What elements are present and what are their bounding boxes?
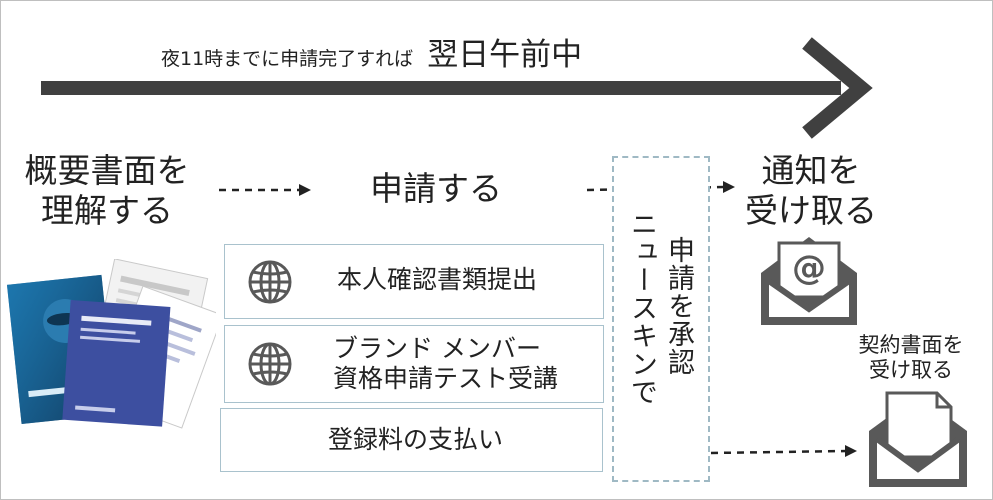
- arrowhead-2: [723, 181, 735, 193]
- arrowhead-3: [845, 445, 857, 457]
- action-id-documents: 本人確認書類提出: [224, 244, 604, 319]
- step-contract-title: 契約書面を 受け取る: [858, 333, 964, 382]
- review-box: 申請を承認 ニュースキンで: [612, 156, 710, 482]
- svg-text:@: @: [792, 248, 826, 288]
- review-text-approve: 申請を承認: [663, 236, 694, 376]
- action-brand-member-test-label: ブランド メンバー 資格申請テスト受講: [333, 334, 559, 393]
- step-understand-title: 概要書面を 理解する: [24, 151, 190, 230]
- envelope-document-icon: [869, 391, 967, 487]
- action-registration-fee-label: 登録料の支払い: [328, 425, 504, 454]
- action-brand-member-test: ブランド メンバー 資格申請テスト受講: [224, 325, 604, 403]
- step-notify-title: 通知を 受け取る: [745, 151, 877, 230]
- arrowhead-1: [299, 184, 311, 196]
- step-apply-title: 申請する: [370, 169, 502, 208]
- connector-review-contract: [710, 449, 848, 455]
- review-text-by-nuskin: ニュースキンで: [626, 210, 657, 406]
- documents-illustration: [6, 259, 216, 429]
- globe-icon: [248, 260, 292, 303]
- timeline-note-small: 夜11時までに申請完了すれば: [161, 48, 414, 70]
- email-at-icon: @: [761, 237, 857, 325]
- action-id-documents-label: 本人確認書類提出: [337, 265, 538, 294]
- globe-icon: [248, 342, 292, 386]
- timeline-note-large: 翌日午前中: [427, 37, 583, 73]
- timeline-note: 夜11時までに申請完了すれば 翌日午前中: [161, 29, 582, 73]
- action-registration-fee: 登録料の支払い: [220, 408, 603, 472]
